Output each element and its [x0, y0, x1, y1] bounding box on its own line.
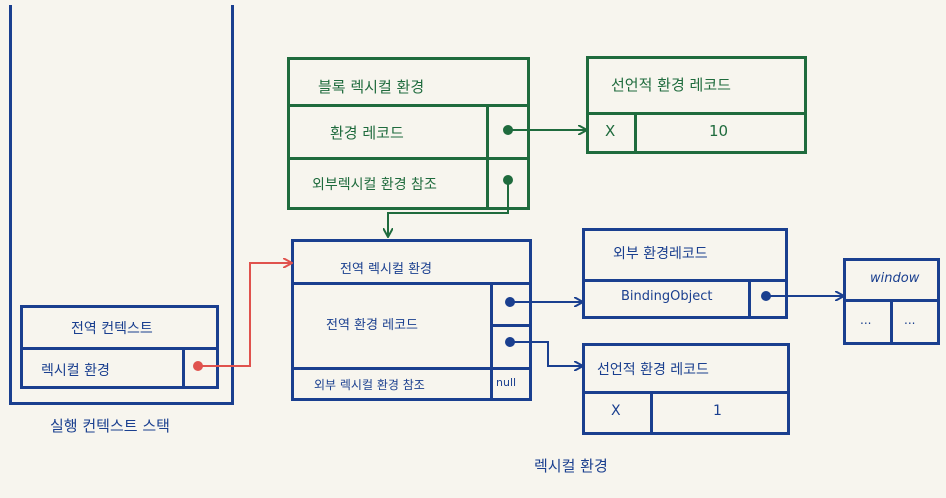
global-env-title: 전역 렉시컬 환경 — [340, 262, 432, 277]
lexical-env-footer-label: 렉시컬 환경 — [534, 457, 608, 475]
block-env-outer-ref-label: 외부렉시컬 환경 참조 — [312, 177, 437, 193]
block-lexical-env-box: 블록 렉시컬 환경 환경 레코드 외부렉시컬 환경 참조 — [287, 57, 530, 210]
global-context-lexical-env-label: 렉시컬 환경 — [41, 363, 110, 379]
global-context-title: 전역 컨텍스트 — [71, 321, 153, 337]
arrow-block-record-to-decl — [503, 125, 586, 135]
stack-bottom — [9, 402, 234, 405]
global-env-record-label: 전역 환경 레코드 — [326, 318, 418, 333]
block-decl-record-key: X — [605, 122, 616, 140]
global-lexical-env-box: 전역 렉시컬 환경 전역 환경 레코드 외부 렉시컬 환경 참조 null — [291, 239, 532, 401]
object-env-binding-label: BindingObject — [621, 289, 713, 304]
stack-right-wall — [231, 5, 234, 405]
arrow-object-to-window — [761, 291, 843, 301]
global-context-divider — [23, 347, 216, 350]
window-object-title: window — [870, 271, 920, 286]
block-decl-record-title: 선언적 환경 레코드 — [611, 76, 731, 94]
block-env-title: 블록 렉시컬 환경 — [318, 78, 425, 96]
stack-left-wall — [9, 5, 12, 405]
global-decl-record-cell-divider — [650, 391, 653, 432]
block-decl-record-cell-divider — [634, 112, 637, 151]
arrow-block-outer-to-global-env — [388, 175, 513, 236]
global-env-divider-2 — [294, 367, 529, 370]
object-env-record-cell-divider — [748, 279, 751, 316]
block-env-divider-1 — [290, 104, 527, 107]
block-decl-record-value: 10 — [709, 122, 729, 140]
arrow-global-record-to-decl — [505, 337, 582, 366]
global-decl-record-divider — [585, 391, 787, 394]
global-context-cell-divider — [182, 347, 185, 386]
block-decl-record-divider — [589, 112, 804, 115]
arrow-stack-to-global-env — [193, 263, 291, 371]
global-env-divider-1 — [294, 282, 529, 285]
global-context-box: 전역 컨텍스트 렉시컬 환경 — [20, 305, 219, 389]
global-env-pointer-column — [490, 282, 493, 398]
window-object-cell-1: ... — [860, 313, 872, 327]
stack-caption: 실행 컨텍스트 스택 — [50, 417, 170, 435]
arrow-global-record-to-object — [505, 297, 582, 307]
object-env-record-title: 외부 환경레코드 — [613, 246, 708, 262]
global-decl-record-value: 1 — [713, 403, 722, 419]
object-env-record-box: 외부 환경레코드 BindingObject — [582, 228, 788, 319]
block-decl-record-box: 선언적 환경 레코드 X 10 — [586, 56, 807, 154]
window-object-cell-divider — [890, 299, 893, 342]
global-env-outer-ref-label: 외부 렉시컬 환경 참조 — [314, 378, 425, 392]
block-env-pointer-column — [486, 104, 489, 207]
object-env-record-divider — [585, 279, 785, 282]
block-env-record-label: 환경 레코드 — [330, 124, 404, 142]
block-env-divider-2 — [290, 157, 527, 160]
window-object-cell-2: ... — [904, 313, 916, 327]
global-decl-record-key: X — [611, 403, 621, 419]
global-decl-record-box: 선언적 환경 레코드 X 1 — [582, 343, 790, 435]
window-object-box: window ... ... — [843, 258, 940, 345]
global-env-outer-null: null — [496, 376, 517, 389]
global-decl-record-title: 선언적 환경 레코드 — [597, 362, 709, 378]
global-env-pointer-split — [490, 324, 529, 327]
